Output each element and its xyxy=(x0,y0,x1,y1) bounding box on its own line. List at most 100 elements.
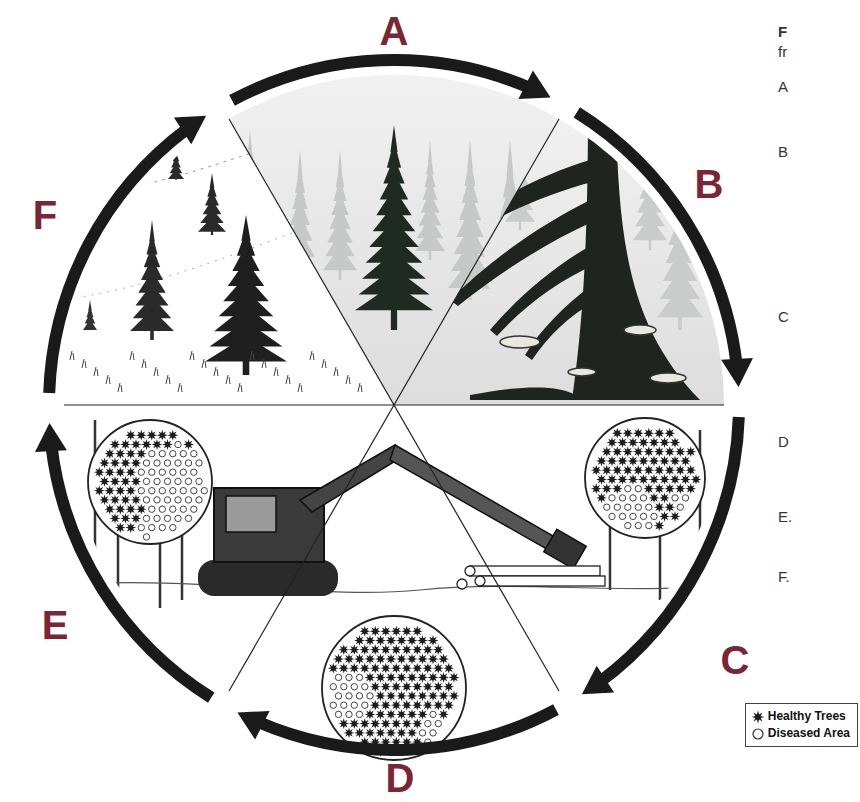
diseased-mark xyxy=(430,711,436,717)
tree-branch xyxy=(490,245,594,336)
diseased-mark xyxy=(164,515,170,521)
healthy-tree-mark xyxy=(654,446,665,457)
healthy-tree-mark xyxy=(428,654,439,665)
healthy-tree-mark xyxy=(670,511,681,522)
healthy-tree-mark xyxy=(407,728,418,739)
log xyxy=(480,576,605,586)
diseased-mark xyxy=(159,469,165,475)
healthy-tree-mark xyxy=(633,465,644,476)
healthy-tree-mark xyxy=(407,672,418,683)
inset-circle xyxy=(88,420,212,544)
healthy-tree-mark xyxy=(380,681,391,692)
healthy-tree-mark xyxy=(328,663,339,674)
cycle-arc xyxy=(600,417,739,682)
healthy-tree-mark xyxy=(359,718,370,729)
sector-b-art xyxy=(390,100,740,420)
tree-crown xyxy=(633,217,667,240)
healthy-tree-mark xyxy=(131,495,142,506)
tree-crown xyxy=(465,166,475,193)
healthy-tree-mark xyxy=(685,483,696,494)
cycle-arrowhead xyxy=(721,358,753,387)
healthy-tree-mark xyxy=(375,672,386,683)
grass-tuft xyxy=(370,351,374,360)
healthy-tree-mark xyxy=(391,681,402,692)
healthy-tree-mark xyxy=(638,474,649,485)
healthy-tree-mark xyxy=(685,446,696,457)
diseased-mark xyxy=(330,702,336,708)
healthy-tree-mark xyxy=(359,644,370,655)
healthy-tree-mark xyxy=(365,654,376,665)
healthy-tree-mark xyxy=(162,439,173,450)
healthy-tree-mark xyxy=(375,709,386,720)
diseased-mark xyxy=(149,524,155,530)
diseased-mark xyxy=(149,469,155,475)
diseased-mark xyxy=(159,506,165,512)
healthy-tree-mark xyxy=(654,520,665,531)
legend-row: Healthy Trees xyxy=(751,708,850,725)
diseased-mark xyxy=(425,720,431,726)
grass-tuft xyxy=(226,375,230,384)
diseased-mark xyxy=(640,513,646,519)
cycle-arc xyxy=(577,112,737,365)
healthy-tree-mark xyxy=(131,458,142,469)
healthy-tree-mark xyxy=(670,437,681,448)
diseased-mark xyxy=(609,495,615,501)
healthy-tree-mark xyxy=(675,465,686,476)
healthy-tree-mark xyxy=(370,644,381,655)
healthy-tree-mark xyxy=(365,728,376,739)
diseased-mark xyxy=(143,497,149,503)
healthy-tree-mark xyxy=(417,654,428,665)
healthy-tree-mark xyxy=(391,663,402,674)
fog-ground xyxy=(390,100,740,420)
healthy-tree-mark xyxy=(438,654,449,665)
healthy-tree-mark xyxy=(333,654,344,665)
diseased-mark xyxy=(646,504,652,510)
diseased-mark xyxy=(159,451,165,457)
healthy-tree-mark xyxy=(157,430,168,441)
diseased-mark xyxy=(154,497,160,503)
healthy-tree-mark xyxy=(386,635,397,646)
healthy-tree-mark xyxy=(375,728,386,739)
healthy-tree-mark xyxy=(120,495,131,506)
diseased-mark xyxy=(159,524,165,530)
cycle-arrowhead xyxy=(174,116,206,145)
healthy-tree-mark xyxy=(649,493,660,504)
healthy-tree-mark xyxy=(380,644,391,655)
healthy-tree-mark xyxy=(391,644,402,655)
healthy-tree-mark xyxy=(146,430,157,441)
diseased-mark xyxy=(185,478,191,484)
healthy-tree-mark xyxy=(449,691,460,702)
healthy-tree-mark xyxy=(438,672,449,683)
healthy-tree-mark xyxy=(643,483,654,494)
stage-letter: D xyxy=(386,758,415,798)
healthy-tree-mark xyxy=(115,467,126,478)
diseased-mark xyxy=(341,702,347,708)
healthy-tree-mark xyxy=(136,430,147,441)
healthy-tree-mark xyxy=(375,691,386,702)
diseased-mark xyxy=(191,488,197,494)
ground-line xyxy=(60,583,730,593)
healthy-tree-mark xyxy=(428,691,439,702)
healthy-tree-mark xyxy=(94,485,105,496)
diseased-mark xyxy=(351,702,357,708)
tree-crown xyxy=(205,336,287,362)
healthy-tree-mark xyxy=(664,502,675,513)
diseased-mark xyxy=(180,451,186,457)
inset-circle xyxy=(322,616,466,760)
healthy-tree-mark xyxy=(401,626,412,637)
diseased-mark xyxy=(335,711,341,717)
healthy-tree-mark xyxy=(141,439,152,450)
healthy-tree-mark xyxy=(380,626,391,637)
tree-crown xyxy=(518,120,522,140)
healthy-tree-mark xyxy=(386,654,397,665)
healthy-tree-mark xyxy=(664,465,675,476)
diseased-mark xyxy=(185,460,191,466)
healthy-tree-mark xyxy=(596,493,607,504)
healthy-tree-mark xyxy=(115,485,126,496)
healthy-tree-mark xyxy=(654,428,665,439)
tree-crown xyxy=(458,214,483,241)
healthy-tree-mark xyxy=(370,626,381,637)
healthy-tree-mark xyxy=(659,474,670,485)
healthy-tree-mark xyxy=(601,483,612,494)
healthy-tree-mark xyxy=(115,448,126,459)
